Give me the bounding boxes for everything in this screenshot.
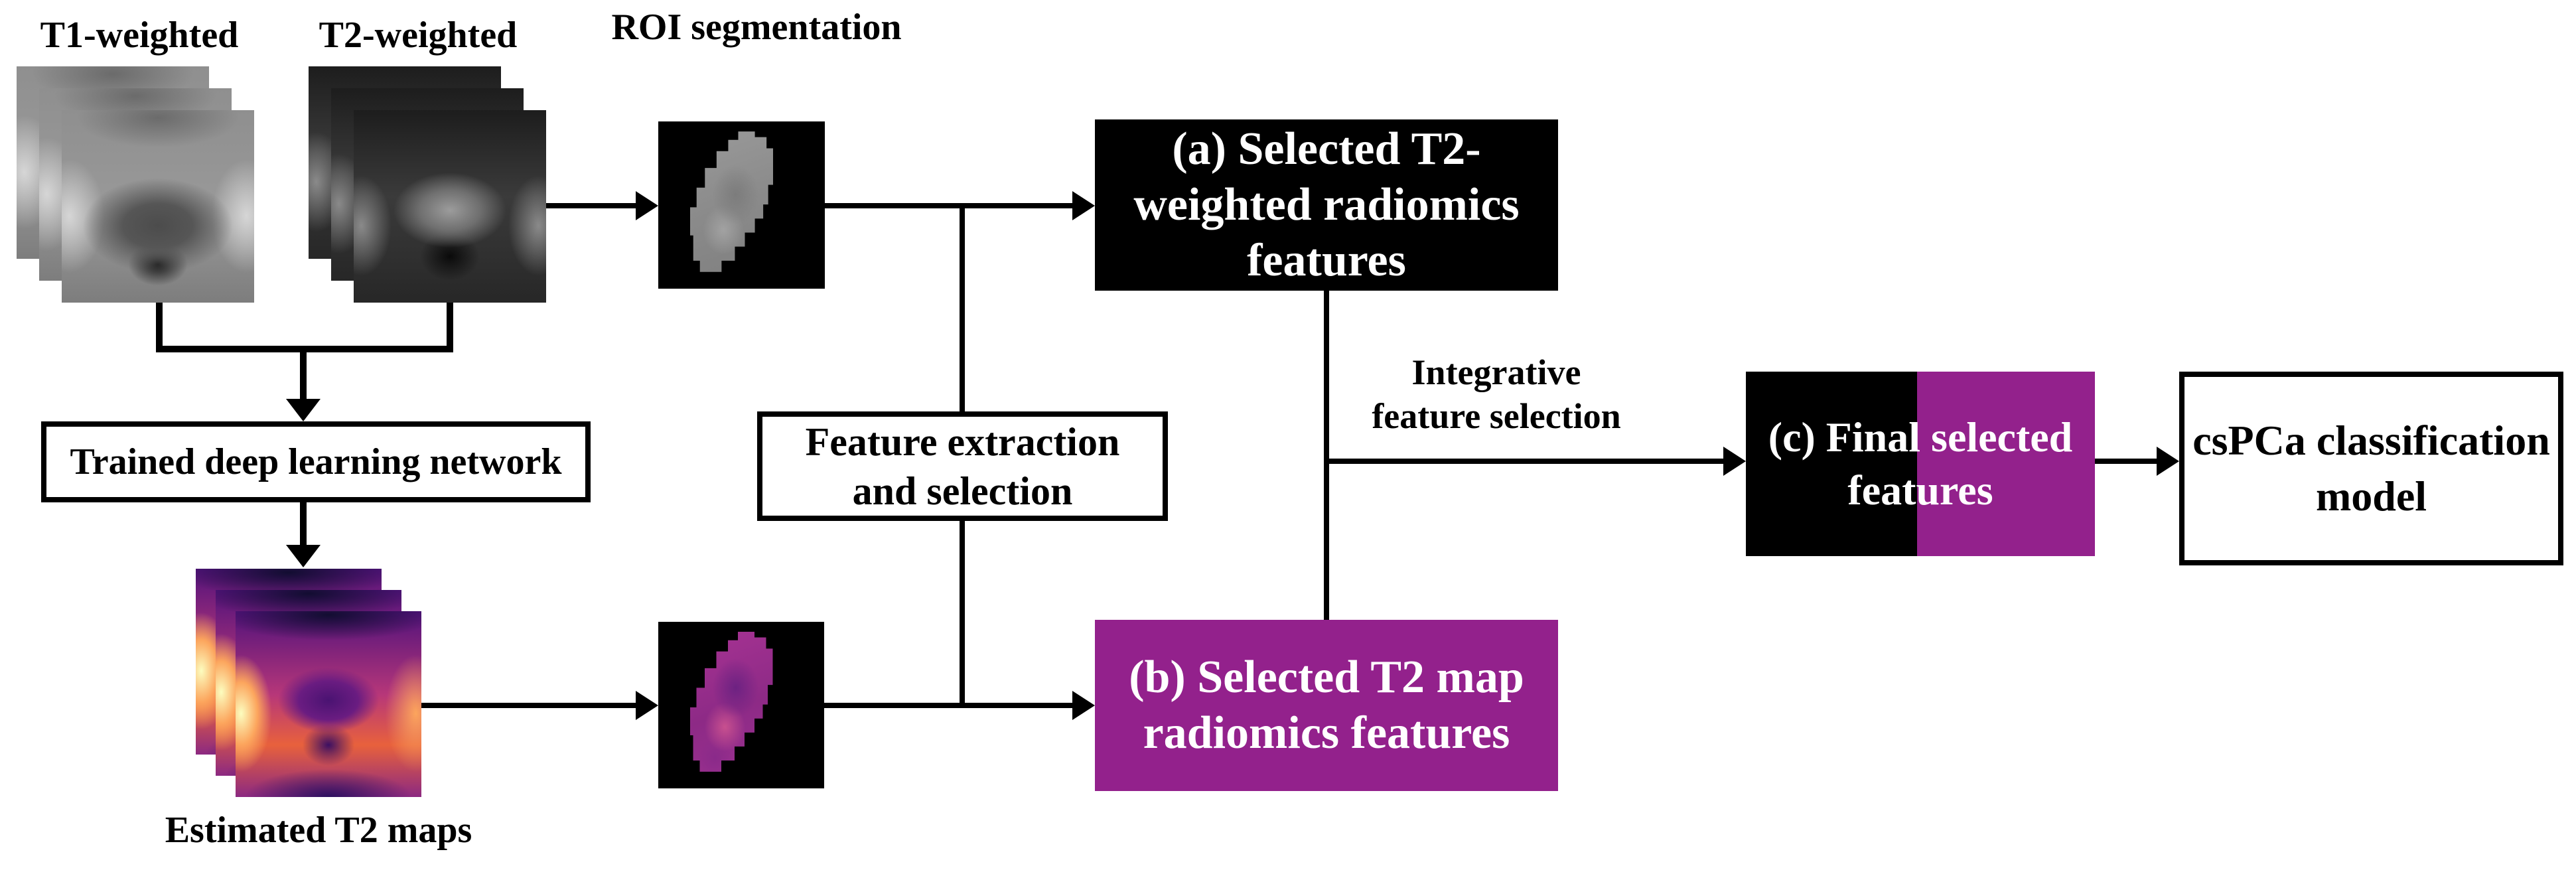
connector-merge-down	[300, 346, 307, 401]
box-c-purple-half	[1917, 372, 2095, 556]
feature-extraction-selection-box: Feature extraction and selection	[757, 411, 1168, 521]
connector-t2-stub	[447, 301, 453, 351]
connector-trained-to-t2maps	[300, 501, 307, 546]
trained-network-label: Trained deep learning network	[70, 441, 562, 482]
t2-map-slice-front	[236, 611, 421, 797]
connector-mask2-to-box-b	[824, 703, 1074, 708]
connector-feature-box-to-lower-arrow	[960, 518, 965, 708]
estimated-t2-map-stack	[196, 569, 421, 797]
cspca-classification-model-box: csPCa classification model	[2179, 372, 2563, 565]
connector-t2maps-to-mask2	[420, 703, 637, 708]
roi-mask-grayscale-image	[658, 121, 825, 289]
selected-t2-map-features-box: (b) Selected T2 map radiomics features	[1095, 620, 1558, 791]
selected-t2-weighted-features-box: (a) Selected T2- weighted radiomics feat…	[1095, 119, 1558, 291]
connector-junction-to-box-c	[1326, 459, 1725, 464]
t1-mri-stack	[17, 66, 254, 303]
box-a-line1: (a) Selected T2-	[1172, 123, 1481, 175]
integrative-feature-selection-label: Integrative feature selection	[1321, 350, 1672, 438]
feature-box-line1: Feature extraction	[805, 419, 1120, 464]
connector-mask1-to-box-a	[825, 203, 1074, 208]
roi-blob-gray	[689, 131, 774, 272]
arrowhead-into-mask1	[636, 191, 658, 220]
connector-t1-stub	[156, 301, 163, 351]
model-box-line1: csPCa classification	[2192, 417, 2550, 464]
arrowhead-into-t2maps	[286, 545, 321, 567]
roi-blob-purple	[689, 632, 773, 772]
connector-box-a-to-box-b	[1324, 291, 1329, 620]
t2-mri-stack	[309, 66, 546, 303]
box-c-line2: features	[1847, 467, 1993, 514]
t2-mri-slice-front	[354, 110, 546, 303]
arrowhead-into-box-b	[1072, 691, 1095, 720]
arrowhead-into-trained-network	[286, 399, 321, 421]
t1-mri-slice-front	[62, 110, 254, 303]
integrative-label-line2: feature selection	[1372, 396, 1621, 436]
integrative-label-line1: Integrative	[1411, 352, 1581, 392]
box-a-line3: features	[1247, 235, 1406, 286]
box-b-line1: (b) Selected T2 map	[1129, 652, 1524, 703]
arrowhead-into-box-a	[1072, 191, 1095, 220]
estimated-t2-maps-label: Estimated T2 maps	[165, 810, 472, 851]
final-selected-features-box: (c) Final selected features	[1746, 372, 2095, 556]
connector-t2-to-mask1	[544, 203, 637, 208]
connector-branch-to-feature-box	[960, 206, 965, 414]
feature-box-line2: and selection	[852, 469, 1073, 513]
arrowhead-into-model	[2157, 447, 2179, 476]
trained-deep-learning-network-box: Trained deep learning network	[41, 421, 591, 502]
connector-box-c-to-model	[2095, 459, 2158, 464]
box-c-line1: (c) Final selected	[1768, 413, 2073, 461]
roi-segmentation-label: ROI segmentation	[611, 7, 902, 48]
box-c-black-half	[1746, 372, 1917, 556]
arrowhead-into-mask2	[636, 691, 658, 720]
box-b-line2: radiomics features	[1143, 707, 1510, 759]
roi-mask-t2map-image	[658, 622, 824, 788]
arrowhead-into-box-c	[1723, 447, 1746, 476]
model-box-line2: model	[2315, 472, 2427, 520]
t2-weighted-label: T2-weighted	[319, 15, 518, 56]
t1-weighted-label: T1-weighted	[40, 15, 239, 56]
box-a-line2: weighted radiomics	[1133, 179, 1520, 230]
